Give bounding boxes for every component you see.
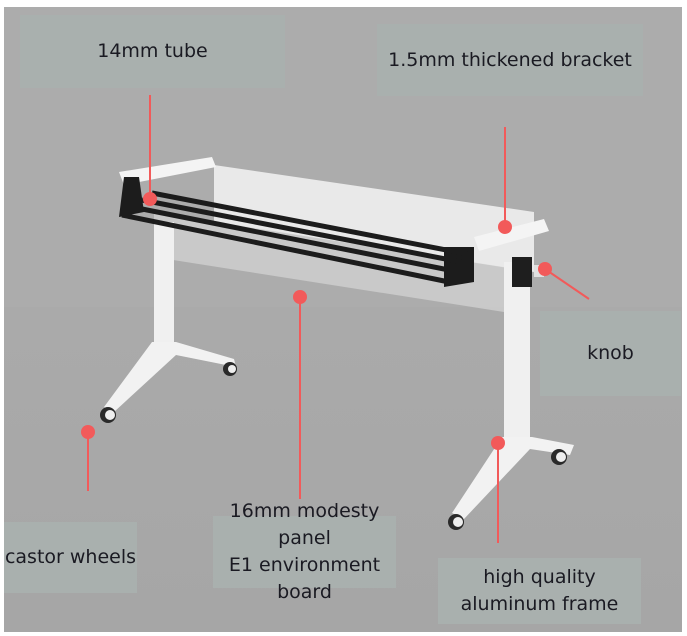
callout-markers [81,95,590,543]
callout-castor-wheels: castor wheels [4,522,137,593]
callout-label: knob [587,342,634,364]
folding-table-frame-illustration [81,95,590,543]
callout-label-line1: high quality [483,566,596,588]
callout-modesty-panel: 16mm modesty panel E1 environment board [213,500,396,603]
modesty-panel [214,165,534,272]
callout-aluminum-frame: high quality aluminum frame [438,558,641,624]
tube-rack [119,177,474,287]
callout-label: 14mm tube [97,40,208,62]
callout-label-line2: aluminum frame [460,593,619,615]
callout-14mm-tube: 14mm tube [20,15,285,88]
callout-label: castor wheels [4,546,137,568]
callout-label-line2: E1 environment board [228,554,381,603]
knob-housing [512,257,532,287]
right-leg [504,262,530,437]
callout-knob: knob [540,311,681,396]
left-leg [154,222,174,342]
callout-label-line1: 16mm modesty panel [229,500,380,549]
callout-thickened-bracket: 1.5mm thickened bracket [377,24,643,96]
callout-label: 1.5mm thickened bracket [388,48,632,71]
